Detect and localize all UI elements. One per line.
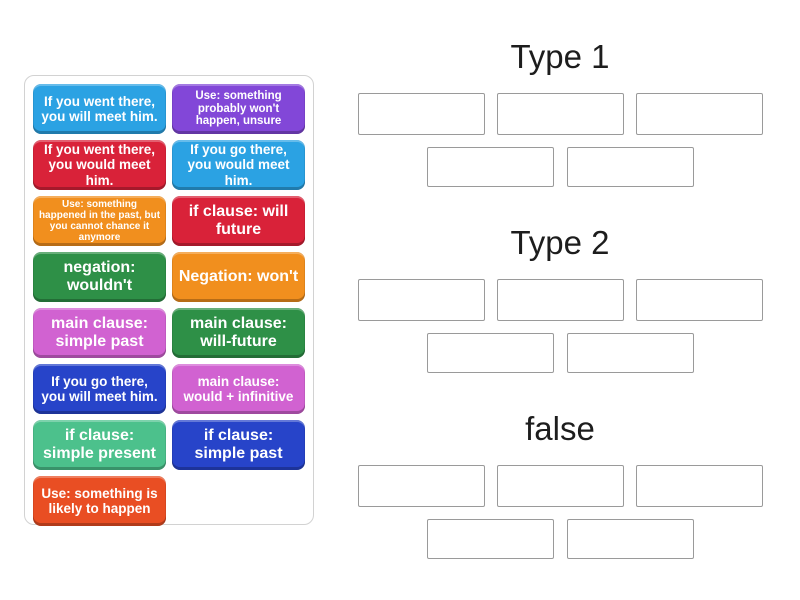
draggable-tile[interactable]: If you go there, you would meet him. <box>172 140 305 190</box>
drop-slot[interactable] <box>496 279 624 321</box>
draggable-tile[interactable]: If you go there, you will meet him. <box>33 364 166 414</box>
drop-slot[interactable] <box>426 519 554 559</box>
group-title: Type 2 <box>510 224 610 261</box>
drop-slot[interactable] <box>426 333 554 373</box>
draggable-tile[interactable]: main clause: simple past <box>33 308 166 358</box>
drop-slot[interactable] <box>635 279 763 321</box>
draggable-tile[interactable]: main clause: would + infinitive <box>172 364 305 414</box>
group-type-1: Type 1 <box>348 36 772 222</box>
drop-slot[interactable] <box>357 465 485 507</box>
drop-slot[interactable] <box>635 465 763 507</box>
drop-slot[interactable] <box>357 279 485 321</box>
slot-row <box>426 519 694 559</box>
slot-row <box>357 465 763 507</box>
draggable-tile[interactable]: Use: something happened in the past, but… <box>33 196 166 246</box>
draggable-tile[interactable]: If you went there, you will meet him. <box>33 84 166 134</box>
drop-slot[interactable] <box>566 147 694 187</box>
slot-row <box>426 147 694 187</box>
drop-slot[interactable] <box>357 93 485 135</box>
group-type-2: Type 2 <box>348 222 772 408</box>
tile-tray: If you went there, you will meet him.Use… <box>24 75 314 526</box>
draggable-tile[interactable]: If you went there, you would meet him. <box>33 140 166 190</box>
drop-slot[interactable] <box>496 93 624 135</box>
slot-row <box>426 333 694 373</box>
draggable-tile[interactable]: Use: something probably won't happen, un… <box>172 84 305 134</box>
draggable-tile[interactable]: main clause: will-future <box>172 308 305 358</box>
drop-slot[interactable] <box>496 465 624 507</box>
drop-slot[interactable] <box>566 519 694 559</box>
slot-row <box>357 279 763 321</box>
slot-row <box>357 93 763 135</box>
group-false: false <box>348 408 772 594</box>
draggable-tile[interactable]: if clause: simple past <box>172 420 305 470</box>
draggable-tile[interactable]: if clause: will future <box>172 196 305 246</box>
draggable-tile[interactable]: if clause: simple present <box>33 420 166 470</box>
group-title: false <box>525 410 595 447</box>
group-title: Type 1 <box>510 38 610 75</box>
drop-slot[interactable] <box>635 93 763 135</box>
drop-groups: Type 1 Type 2 false <box>348 36 772 594</box>
tile-tray-grid: If you went there, you will meet him.Use… <box>33 84 305 526</box>
draggable-tile[interactable]: Negation: won't <box>172 252 305 302</box>
drop-slot[interactable] <box>566 333 694 373</box>
draggable-tile[interactable]: Use: something is likely to happen <box>33 476 166 526</box>
draggable-tile[interactable]: negation: wouldn't <box>33 252 166 302</box>
drop-slot[interactable] <box>426 147 554 187</box>
